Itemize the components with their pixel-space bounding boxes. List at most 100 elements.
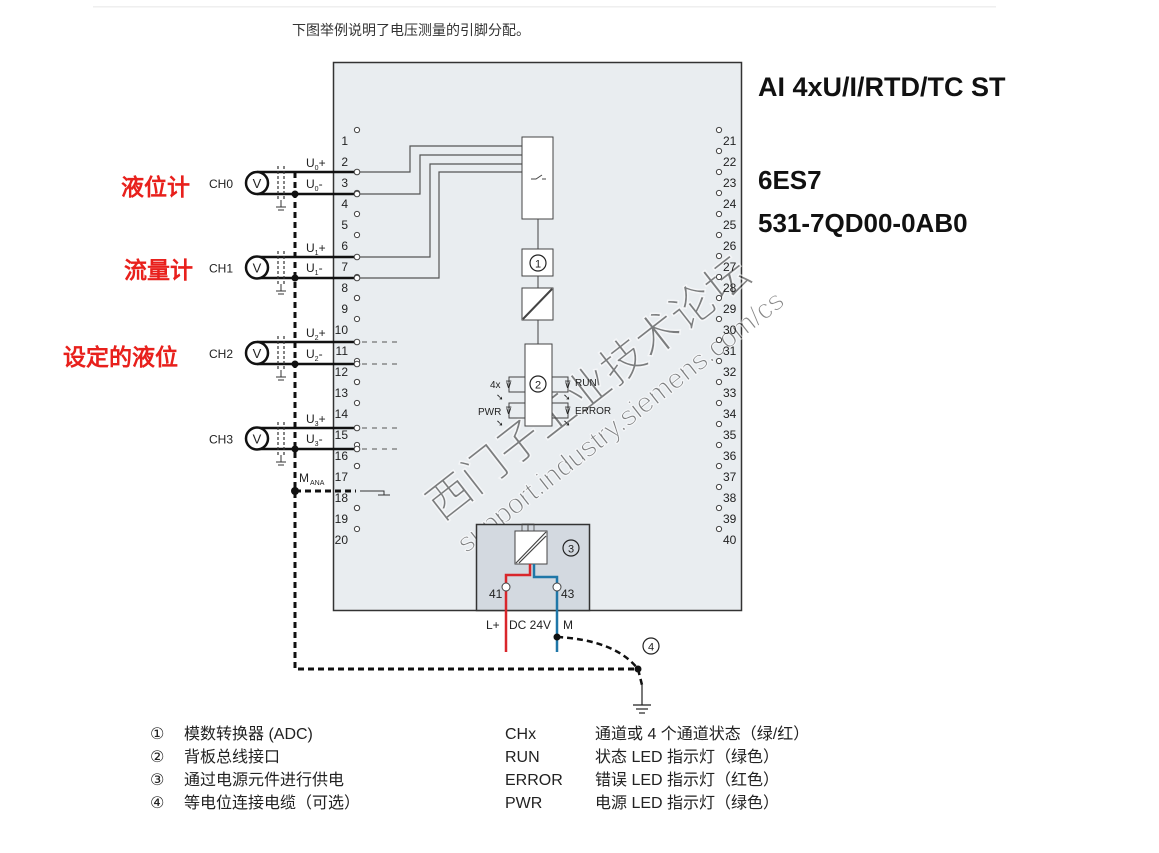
- terminal-21[interactable]: [715, 126, 723, 134]
- terminal-1[interactable]: [353, 126, 361, 134]
- terminal-38[interactable]: [715, 483, 723, 491]
- svg-text:3: 3: [568, 544, 574, 556]
- right-terminal-label: 29: [723, 302, 737, 316]
- lplus-wire: [504, 564, 532, 652]
- left-terminal-label: 13: [335, 386, 349, 400]
- voltmeter-icon: [244, 255, 270, 280]
- terminal-20[interactable]: [353, 525, 361, 533]
- right-terminal-label: 37: [723, 470, 737, 484]
- left-terminal-label: 7: [341, 260, 348, 274]
- terminal-43-label: 43: [561, 587, 575, 601]
- led-pwr-label: PWR: [478, 407, 501, 418]
- right-terminal-label: 26: [723, 239, 737, 253]
- channel-label: CH3: [209, 433, 233, 447]
- terminal-6[interactable]: [353, 231, 361, 239]
- ground-icon: [633, 685, 651, 714]
- isolation-icon: [522, 288, 553, 320]
- terminal-30[interactable]: [715, 315, 723, 323]
- terminal-40[interactable]: [715, 525, 723, 533]
- u-plus-label: U1+: [306, 241, 326, 257]
- left-terminal-label: 5: [341, 218, 348, 232]
- terminal-34[interactable]: [715, 399, 723, 407]
- channel-label: CH0: [209, 177, 233, 191]
- terminal-31[interactable]: [715, 336, 723, 344]
- left-terminal-label: 11: [336, 344, 349, 358]
- sensor-symbol: V: [253, 176, 262, 191]
- equipotential-cable: [556, 635, 644, 686]
- sensor-symbol: V: [253, 261, 262, 276]
- terminal-29[interactable]: [715, 294, 723, 302]
- terminal-17[interactable]: [353, 462, 361, 470]
- right-terminal-label: 34: [723, 407, 737, 421]
- terminal-5[interactable]: [353, 210, 361, 218]
- ground-junction-dot: [291, 445, 299, 453]
- mana-subscript: ANA: [310, 480, 325, 487]
- right-terminal-label: 27: [723, 260, 737, 274]
- order-number: 531-7QD00-0AB0: [758, 208, 968, 238]
- terminal-24[interactable]: [715, 189, 723, 197]
- left-terminal-label: 19: [335, 512, 349, 526]
- terminal-39[interactable]: [715, 504, 723, 512]
- sensor-symbol: V: [253, 346, 262, 361]
- terminal-9[interactable]: [353, 294, 361, 302]
- mana-junction-dot: [291, 487, 299, 495]
- voltmeter-icon: [244, 170, 270, 196]
- terminal-14[interactable]: [353, 399, 361, 407]
- left-terminal-label: 16: [335, 449, 349, 463]
- left-terminal-label: 9: [341, 302, 348, 316]
- right-terminal-label: 40: [723, 533, 737, 547]
- order-prefix: 6ES7: [758, 165, 822, 195]
- left-terminal-label: 17: [335, 470, 349, 484]
- left-terminal-label: 4: [341, 197, 348, 211]
- terminal-35[interactable]: [715, 420, 723, 428]
- terminal-32[interactable]: [715, 357, 723, 365]
- mana-label: M: [299, 471, 309, 485]
- led-ch-label: 4x: [490, 380, 501, 391]
- ground-junction-dot: [291, 190, 299, 198]
- terminal-10[interactable]: [353, 315, 361, 323]
- terminal-27[interactable]: [715, 252, 723, 260]
- svg-text:➘: ➘: [496, 393, 504, 403]
- svg-text:➘: ➘: [563, 419, 571, 429]
- terminal-19[interactable]: [353, 504, 361, 512]
- right-terminal-label: 39: [723, 512, 737, 526]
- right-terminal-label: 35: [723, 428, 737, 442]
- intro-text: 下图举例说明了电压测量的引脚分配。: [292, 23, 530, 39]
- terminal-43[interactable]: [552, 582, 562, 592]
- terminal-41[interactable]: [501, 582, 511, 592]
- ground-junction-dot: [291, 274, 299, 282]
- module-name: AI 4xU/I/RTD/TC ST: [758, 72, 1006, 102]
- bus-marker-number: 2: [535, 380, 541, 392]
- terminal-36[interactable]: [715, 441, 723, 449]
- terminal-37[interactable]: [715, 462, 723, 470]
- sensor-symbol: V: [253, 432, 262, 447]
- adc-marker-number: 1: [535, 259, 541, 271]
- terminal-33[interactable]: [715, 378, 723, 386]
- internal-signal-wires: [360, 145, 522, 279]
- switch-icon: [531, 174, 546, 180]
- mana-bus: [293, 172, 638, 671]
- terminal-22[interactable]: [715, 147, 723, 155]
- right-terminal-label: 24: [723, 197, 737, 211]
- terminal-13[interactable]: [353, 378, 361, 386]
- annotation-ch2: 设定的液位: [63, 345, 178, 371]
- terminal-26[interactable]: [715, 231, 723, 239]
- terminal-28[interactable]: [715, 273, 723, 281]
- channel-label: CH2: [209, 347, 233, 361]
- left-terminal-label: 8: [341, 281, 348, 295]
- terminal-25[interactable]: [715, 210, 723, 218]
- terminal-23[interactable]: [715, 168, 723, 176]
- u-minus-label: U0-: [306, 177, 323, 193]
- annotation-ch1: 流量计: [124, 258, 193, 284]
- left-terminal-label: 18: [335, 491, 349, 505]
- right-terminal-label: 21: [723, 134, 737, 148]
- adc-marker-icon: [529, 254, 547, 272]
- led-icons: ⊽ ⊽ ⊽ ⊽ ➘ ➘ ➘ ➘: [496, 380, 571, 429]
